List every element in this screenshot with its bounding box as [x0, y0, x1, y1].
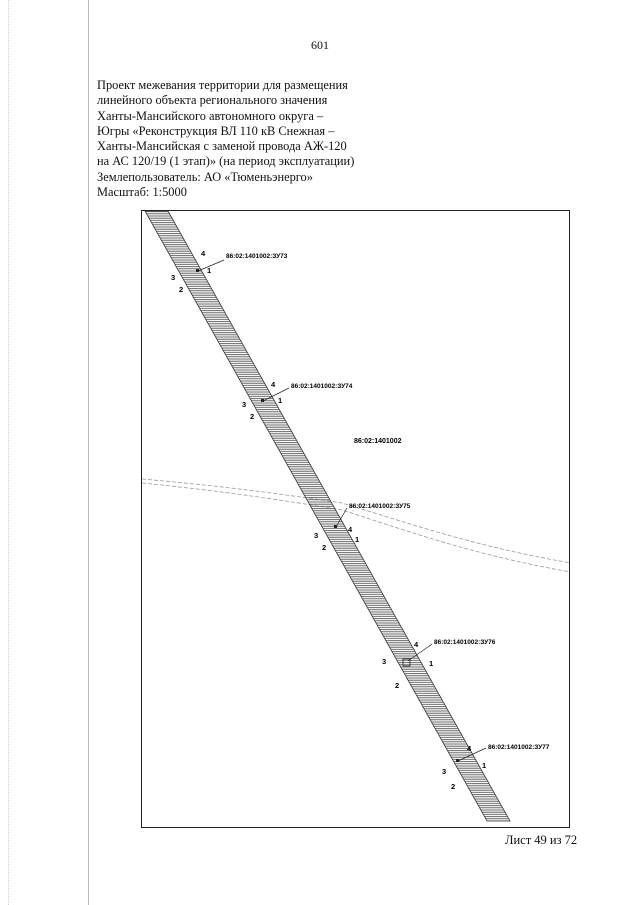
point-number: 3 — [382, 657, 386, 666]
point-number: 1 — [207, 266, 211, 275]
point-number: 3 — [314, 531, 318, 540]
map-frame: 86:02:1401002 86:02:1401002:ЗУ73 4 1 3 2… — [141, 210, 570, 828]
plot-label: 86:02:1401002:ЗУ76 — [434, 639, 496, 646]
point-number: 1 — [429, 659, 433, 668]
point-number: 2 — [322, 543, 326, 552]
road-line — [142, 478, 569, 564]
page-number: 601 — [311, 38, 329, 52]
point-number: 4 — [348, 525, 353, 534]
road-line — [142, 482, 569, 573]
point-number: 1 — [278, 396, 282, 405]
point-number: 1 — [355, 535, 359, 544]
point-number: 4 — [271, 380, 276, 389]
plot-label: 86:02:1401002:ЗУ74 — [291, 383, 353, 390]
title-line: Ханты-Мансийская с заменой провода АЖ-12… — [97, 139, 347, 154]
point-number: 2 — [395, 681, 399, 690]
title-line: на АС 120/19 (1 этап)» (на период эксплу… — [97, 154, 355, 169]
point-number: 1 — [482, 761, 486, 770]
corridor-strip — [144, 211, 511, 822]
point-number: 3 — [442, 767, 446, 776]
plot-zu75: 86:02:1401002:ЗУ75 4 1 3 2 — [314, 503, 411, 552]
point-number: 2 — [250, 412, 254, 421]
plot-zu74: 86:02:1401002:ЗУ74 4 1 3 2 — [242, 380, 353, 421]
map-canvas: 86:02:1401002 86:02:1401002:ЗУ73 4 1 3 2… — [142, 211, 569, 822]
scale-line: Масштаб: 1:5000 — [97, 185, 187, 200]
point-number: 4 — [467, 744, 472, 753]
plot-zu73: 86:02:1401002:ЗУ73 4 1 3 2 — [171, 249, 288, 294]
title-block: Проект межевания территории для размещен… — [97, 78, 397, 200]
plot-zu77: 86:02:1401002:ЗУ77 4 1 3 2 — [442, 744, 550, 791]
plot-label: 86:02:1401002:ЗУ77 — [488, 744, 550, 751]
plot-zu76: 86:02:1401002:ЗУ76 4 1 3 2 — [382, 639, 496, 690]
point-number: 3 — [242, 400, 246, 409]
point-number: 2 — [451, 782, 455, 791]
title-line: Ханты-Мансийского автономного округа – — [97, 108, 324, 123]
plot-label: 86:02:1401002:ЗУ75 — [349, 503, 411, 510]
point-number: 3 — [171, 273, 175, 282]
plot-label: 86:02:1401002:ЗУ73 — [226, 253, 288, 260]
title-line: Проект межевания территории для размещен… — [97, 78, 348, 92]
title-line: Югры «Реконструкция ВЛ 110 кВ Снежная – — [97, 123, 335, 138]
sheet-number: Лист 49 из 72 — [505, 833, 578, 847]
land-user-line: Землепользователь: АО «Тюменьэнерго» — [97, 169, 313, 184]
point-number: 4 — [201, 249, 206, 258]
point-number: 2 — [179, 285, 183, 294]
left-edge-dots — [8, 0, 9, 905]
point-number: 4 — [414, 640, 419, 649]
binding-margin-line — [88, 0, 89, 905]
title-line: линейного объекта регионального значения — [97, 93, 328, 108]
quarter-label: 86:02:1401002 — [354, 438, 402, 445]
